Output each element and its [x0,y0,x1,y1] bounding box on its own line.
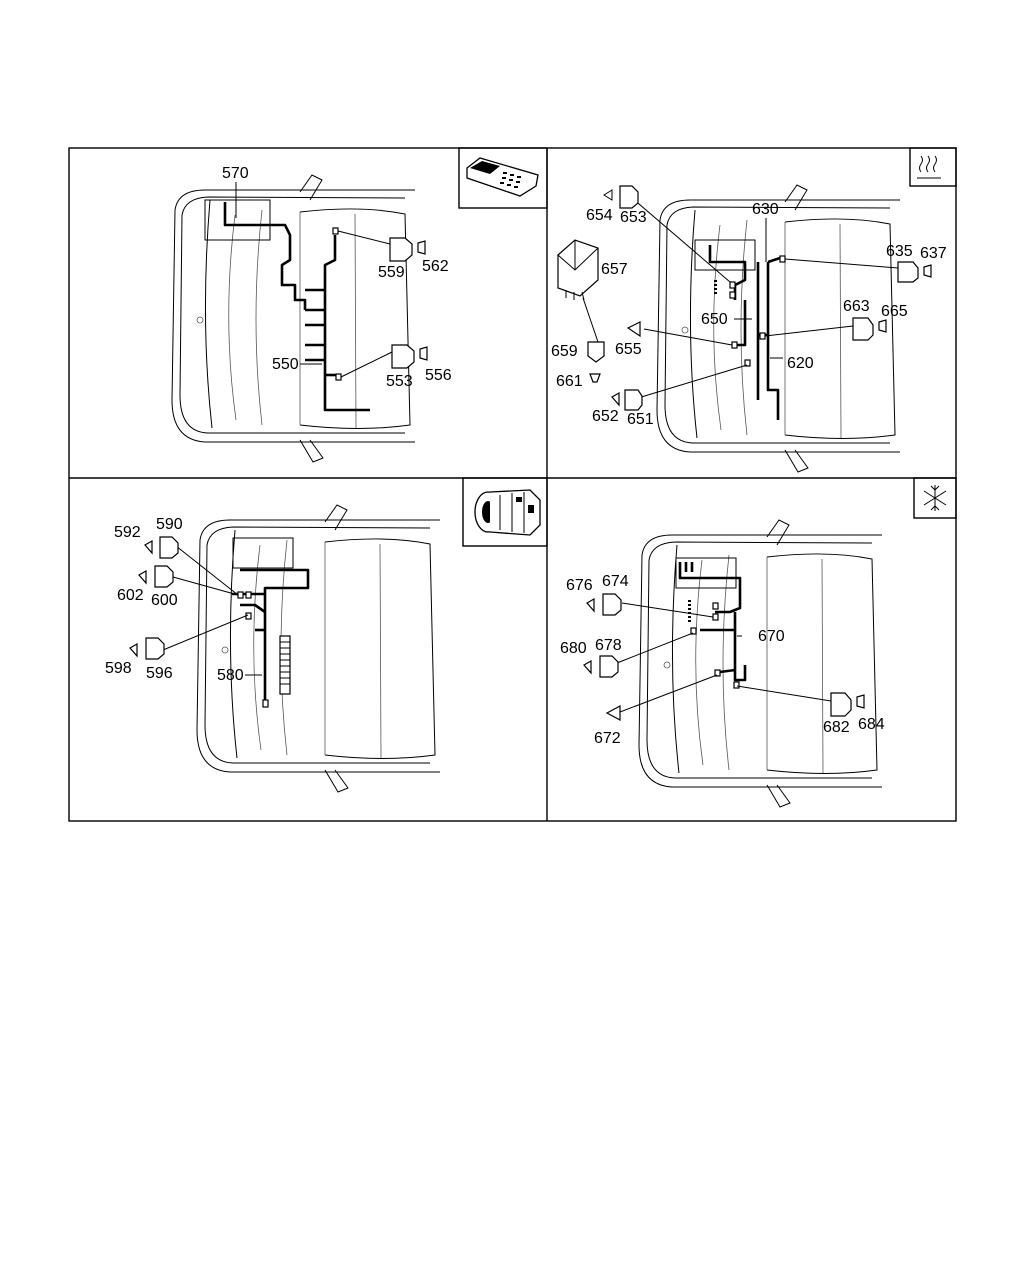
label-598: 598 [105,660,132,677]
label-672: 672 [594,730,621,747]
phone-icon [458,147,548,209]
transmission-icon [462,477,548,547]
label-678: 678 [595,637,622,654]
label-659: 659 [551,343,578,360]
label-670: 670 [758,628,785,645]
label-680: 680 [560,640,587,657]
label-559: 559 [378,264,405,281]
label-550: 550 [272,356,299,373]
label-657: 657 [601,261,628,278]
label-600: 600 [151,592,178,609]
label-637: 637 [920,245,947,262]
label-676: 676 [566,577,593,594]
label-553: 553 [386,373,413,390]
label-570: 570 [222,165,249,182]
label-661: 661 [556,373,583,390]
label-635: 635 [886,243,913,260]
label-684: 684 [858,716,885,733]
heater-icon [909,147,957,187]
label-682: 682 [823,719,850,736]
label-620: 620 [787,355,814,372]
label-654: 654 [586,207,613,224]
label-663: 663 [843,298,870,315]
label-652: 652 [592,408,619,425]
label-596: 596 [146,665,173,682]
label-592: 592 [114,524,141,541]
panel-air-conditioning-harness: 676 674 670 680 678 682 684 672 [560,477,957,808]
label-590: 590 [156,516,183,533]
label-665: 665 [881,303,908,320]
panel-phone-harness: 570 559 562 550 553 556 [171,147,548,463]
label-556: 556 [425,367,452,384]
label-602: 602 [117,587,144,604]
label-580: 580 [217,667,244,684]
panel-transmission-harness: 592 590 602 600 598 596 580 [105,477,548,793]
panel-aux-heater-harness: 654 653 630 657 635 637 663 665 650 655 … [551,147,957,473]
label-650: 650 [701,311,728,328]
snowflake-icon [913,477,957,519]
label-651: 651 [627,411,654,428]
label-674: 674 [602,573,629,590]
label-630: 630 [752,201,779,218]
label-562: 562 [422,258,449,275]
label-653: 653 [620,209,647,226]
label-655: 655 [615,341,642,358]
